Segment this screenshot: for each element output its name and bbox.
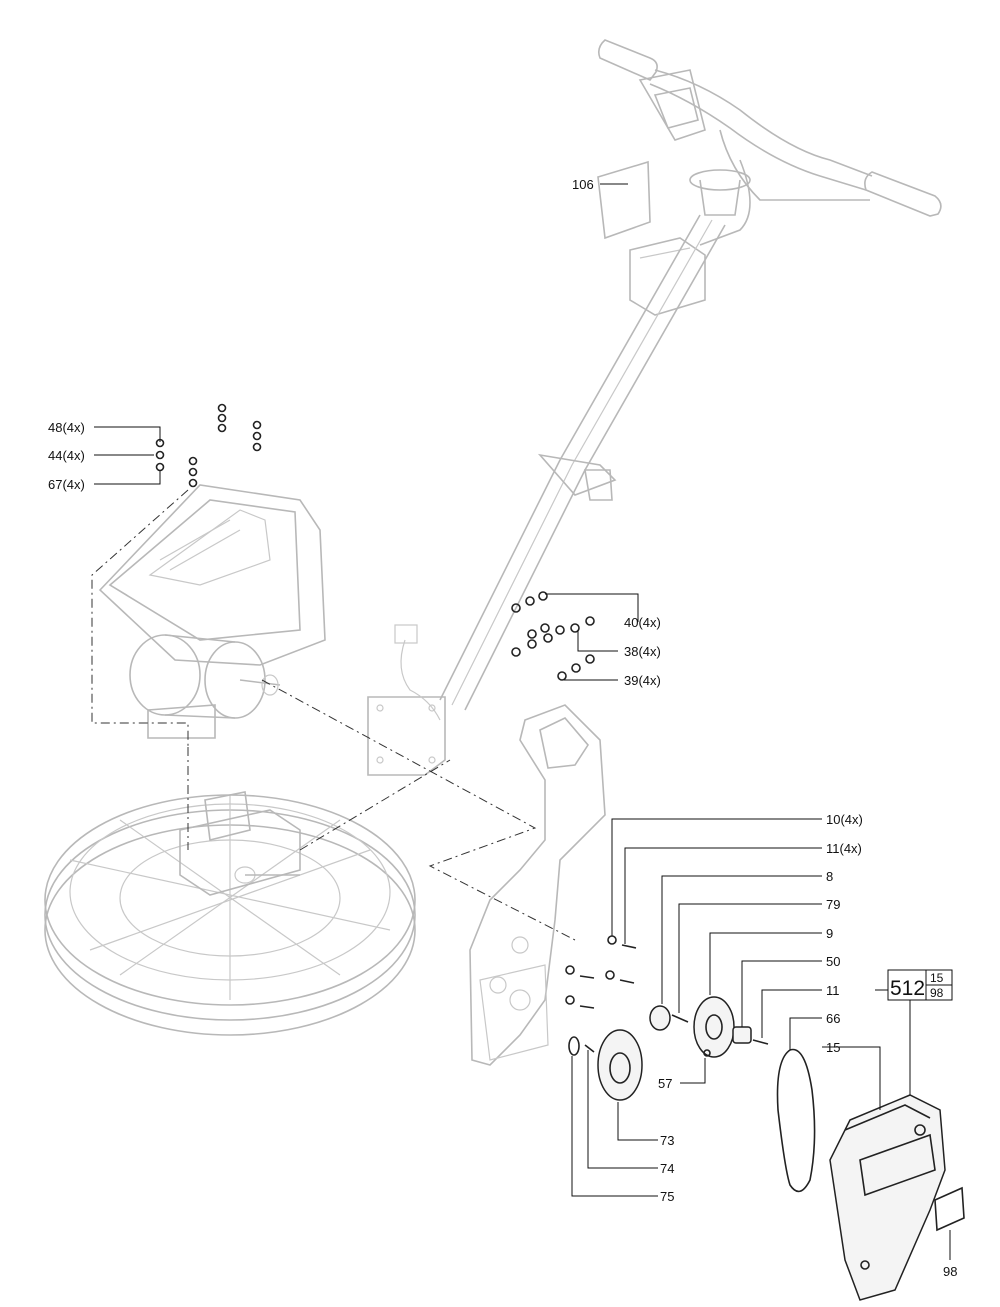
label-98 — [934, 1186, 965, 1232]
callout-67: 67(4x) — [48, 477, 85, 492]
callout-40: 40(4x) — [624, 615, 661, 630]
badge-main-number: 512 — [890, 977, 925, 1000]
pulley-9 — [693, 996, 735, 1058]
callout-39: 39(4x) — [624, 673, 661, 688]
bushing-8 — [649, 1005, 671, 1031]
callout-98: 98 — [943, 1264, 957, 1279]
handle-assembly — [367, 39, 942, 776]
motor-hardware — [155, 403, 262, 488]
part-badge: 512 15 98 — [887, 969, 953, 1001]
callout-labels: 106 48(4x) 44(4x) 67(4x) 40(4x) 38(4x) 3… — [48, 177, 957, 1279]
decal-106 — [597, 160, 651, 240]
callout-74: 74 — [660, 1161, 674, 1176]
retaining-ring-75 — [568, 1036, 580, 1056]
callout-48: 48(4x) — [48, 420, 85, 435]
callout-57: 57 — [658, 1076, 672, 1091]
pin-79 — [671, 1014, 689, 1023]
callout-15: 15 — [826, 1040, 840, 1055]
drive-side-plate — [469, 704, 606, 1066]
callout-8: 8 — [826, 869, 833, 884]
callout-44: 44(4x) — [48, 448, 85, 463]
callout-9: 9 — [826, 926, 833, 941]
callout-50: 50 — [826, 954, 840, 969]
callout-66: 66 — [826, 1011, 840, 1026]
callout-73: 73 — [660, 1133, 674, 1148]
spacer-50 — [732, 1026, 752, 1044]
belt-guard-15 — [829, 1094, 946, 1301]
badge-top-number: 15 — [930, 971, 944, 985]
drive-bolts — [565, 935, 637, 1009]
trowel-ring-assembly — [44, 791, 416, 1036]
assembly-lines — [91, 489, 576, 941]
callout-75: 75 — [660, 1189, 674, 1204]
callout-38: 38(4x) — [624, 644, 661, 659]
callout-10: 10(4x) — [826, 812, 863, 827]
belt-66 — [776, 1048, 816, 1193]
callout-79: 79 — [826, 897, 840, 912]
motor-assembly — [98, 484, 326, 739]
badge-bottom-number: 98 — [930, 986, 944, 1000]
bolt-11 — [752, 1039, 769, 1045]
leader-lines — [94, 183, 951, 1260]
callout-11-4x: 11(4x) — [826, 841, 862, 856]
key-74 — [584, 1044, 595, 1053]
callout-106: 106 — [572, 177, 594, 192]
pulley-73 — [597, 1029, 643, 1101]
set-screw-57 — [703, 1049, 711, 1057]
callout-11: 11 — [826, 983, 840, 998]
handle-hardware — [511, 591, 595, 681]
